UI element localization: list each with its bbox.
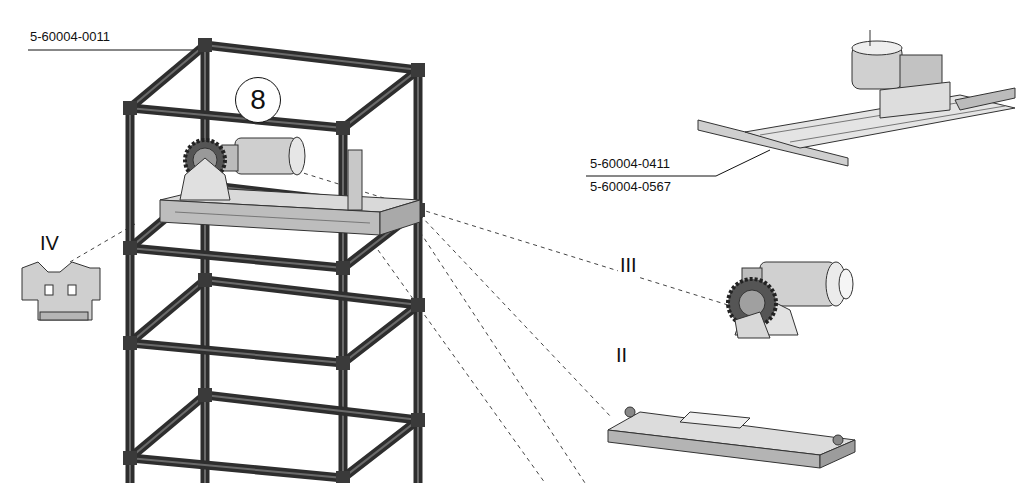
view-numeral: II [614,344,629,367]
part-number: 5-60004-0011 [28,30,112,45]
view-numeral: IV [38,232,61,255]
callout-circle: 8 [235,77,281,123]
part-number: 5-60004-0567 [588,180,673,195]
part-number: 5-60004-0411 [588,157,672,172]
callout-number: 8 [250,84,266,116]
view-numeral: III [618,254,639,277]
